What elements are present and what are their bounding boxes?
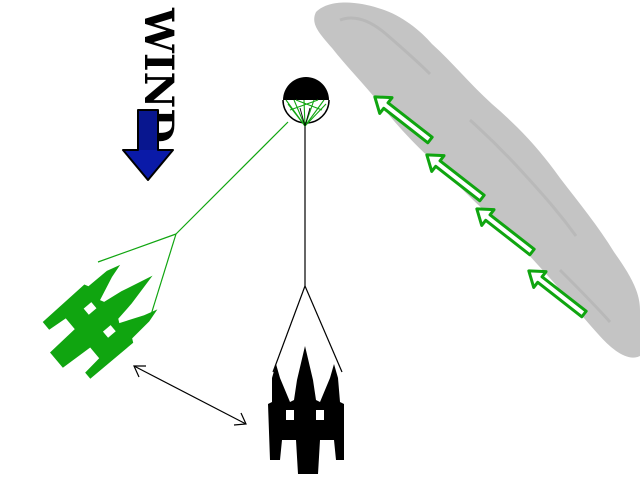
gust-arrow-icon [527, 269, 588, 319]
gust-arrow-icon [475, 207, 536, 257]
gust-arrows-group [373, 95, 588, 319]
wind-arrow-icon [122, 109, 174, 181]
gust-arrow-icon [373, 95, 434, 145]
double-arrow-icon [133, 365, 247, 426]
original-ship-icon [268, 346, 344, 474]
cloud-icon [314, 2, 640, 358]
drifted-rigging [97, 121, 289, 319]
original-rigging [272, 126, 343, 373]
balloon-icon [282, 77, 330, 127]
gust-arrow-icon [425, 153, 486, 203]
drifted-ship-icon [42, 264, 158, 379]
wind-indicator: WIND [122, 7, 182, 181]
